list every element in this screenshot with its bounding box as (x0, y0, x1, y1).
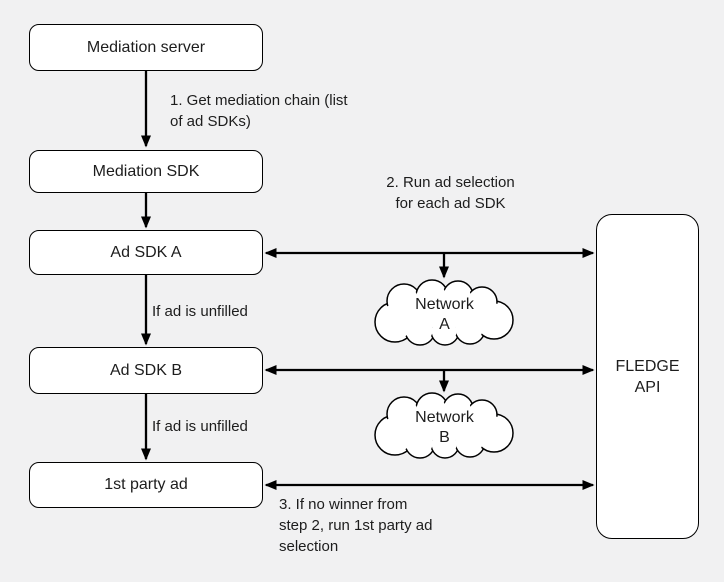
mediation-sdk-node: Mediation SDK (29, 150, 263, 193)
fledge-api-node: FLEDGE API (596, 214, 699, 539)
unfilled-b-annotation: If ad is unfilled (152, 418, 248, 435)
network-b-label: Network B (415, 409, 474, 446)
fledge-api-label-line2: API (634, 378, 661, 396)
step2-annotation: 2. Run ad selection for each ad SDK (386, 174, 515, 212)
unfilled-a-annotation: If ad is unfilled (152, 303, 248, 320)
step3-annotation: 3. If no winner from step 2, run 1st par… (279, 496, 433, 555)
step1-annotation: 1. Get mediation chain (list of ad SDKs) (170, 92, 348, 130)
ad-sdk-b-label: Ad SDK B (109, 361, 183, 379)
ad-sdk-a-node: Ad SDK A (29, 230, 263, 275)
network-a-label: Network A (415, 295, 474, 333)
ad-sdk-a-label: Ad SDK A (110, 243, 182, 261)
mediation-sdk-label: Mediation SDK (92, 162, 200, 180)
ad-sdk-b-node: Ad SDK B (29, 347, 263, 394)
first-party-ad-label: 1st party ad (104, 476, 188, 493)
fledge-api-label-line1: FLEDGE (615, 357, 680, 375)
first-party-ad-node: 1st party ad (29, 462, 263, 508)
mediation-server-node: Mediation server (29, 24, 263, 71)
mediation-server-label: Mediation server (86, 38, 206, 56)
